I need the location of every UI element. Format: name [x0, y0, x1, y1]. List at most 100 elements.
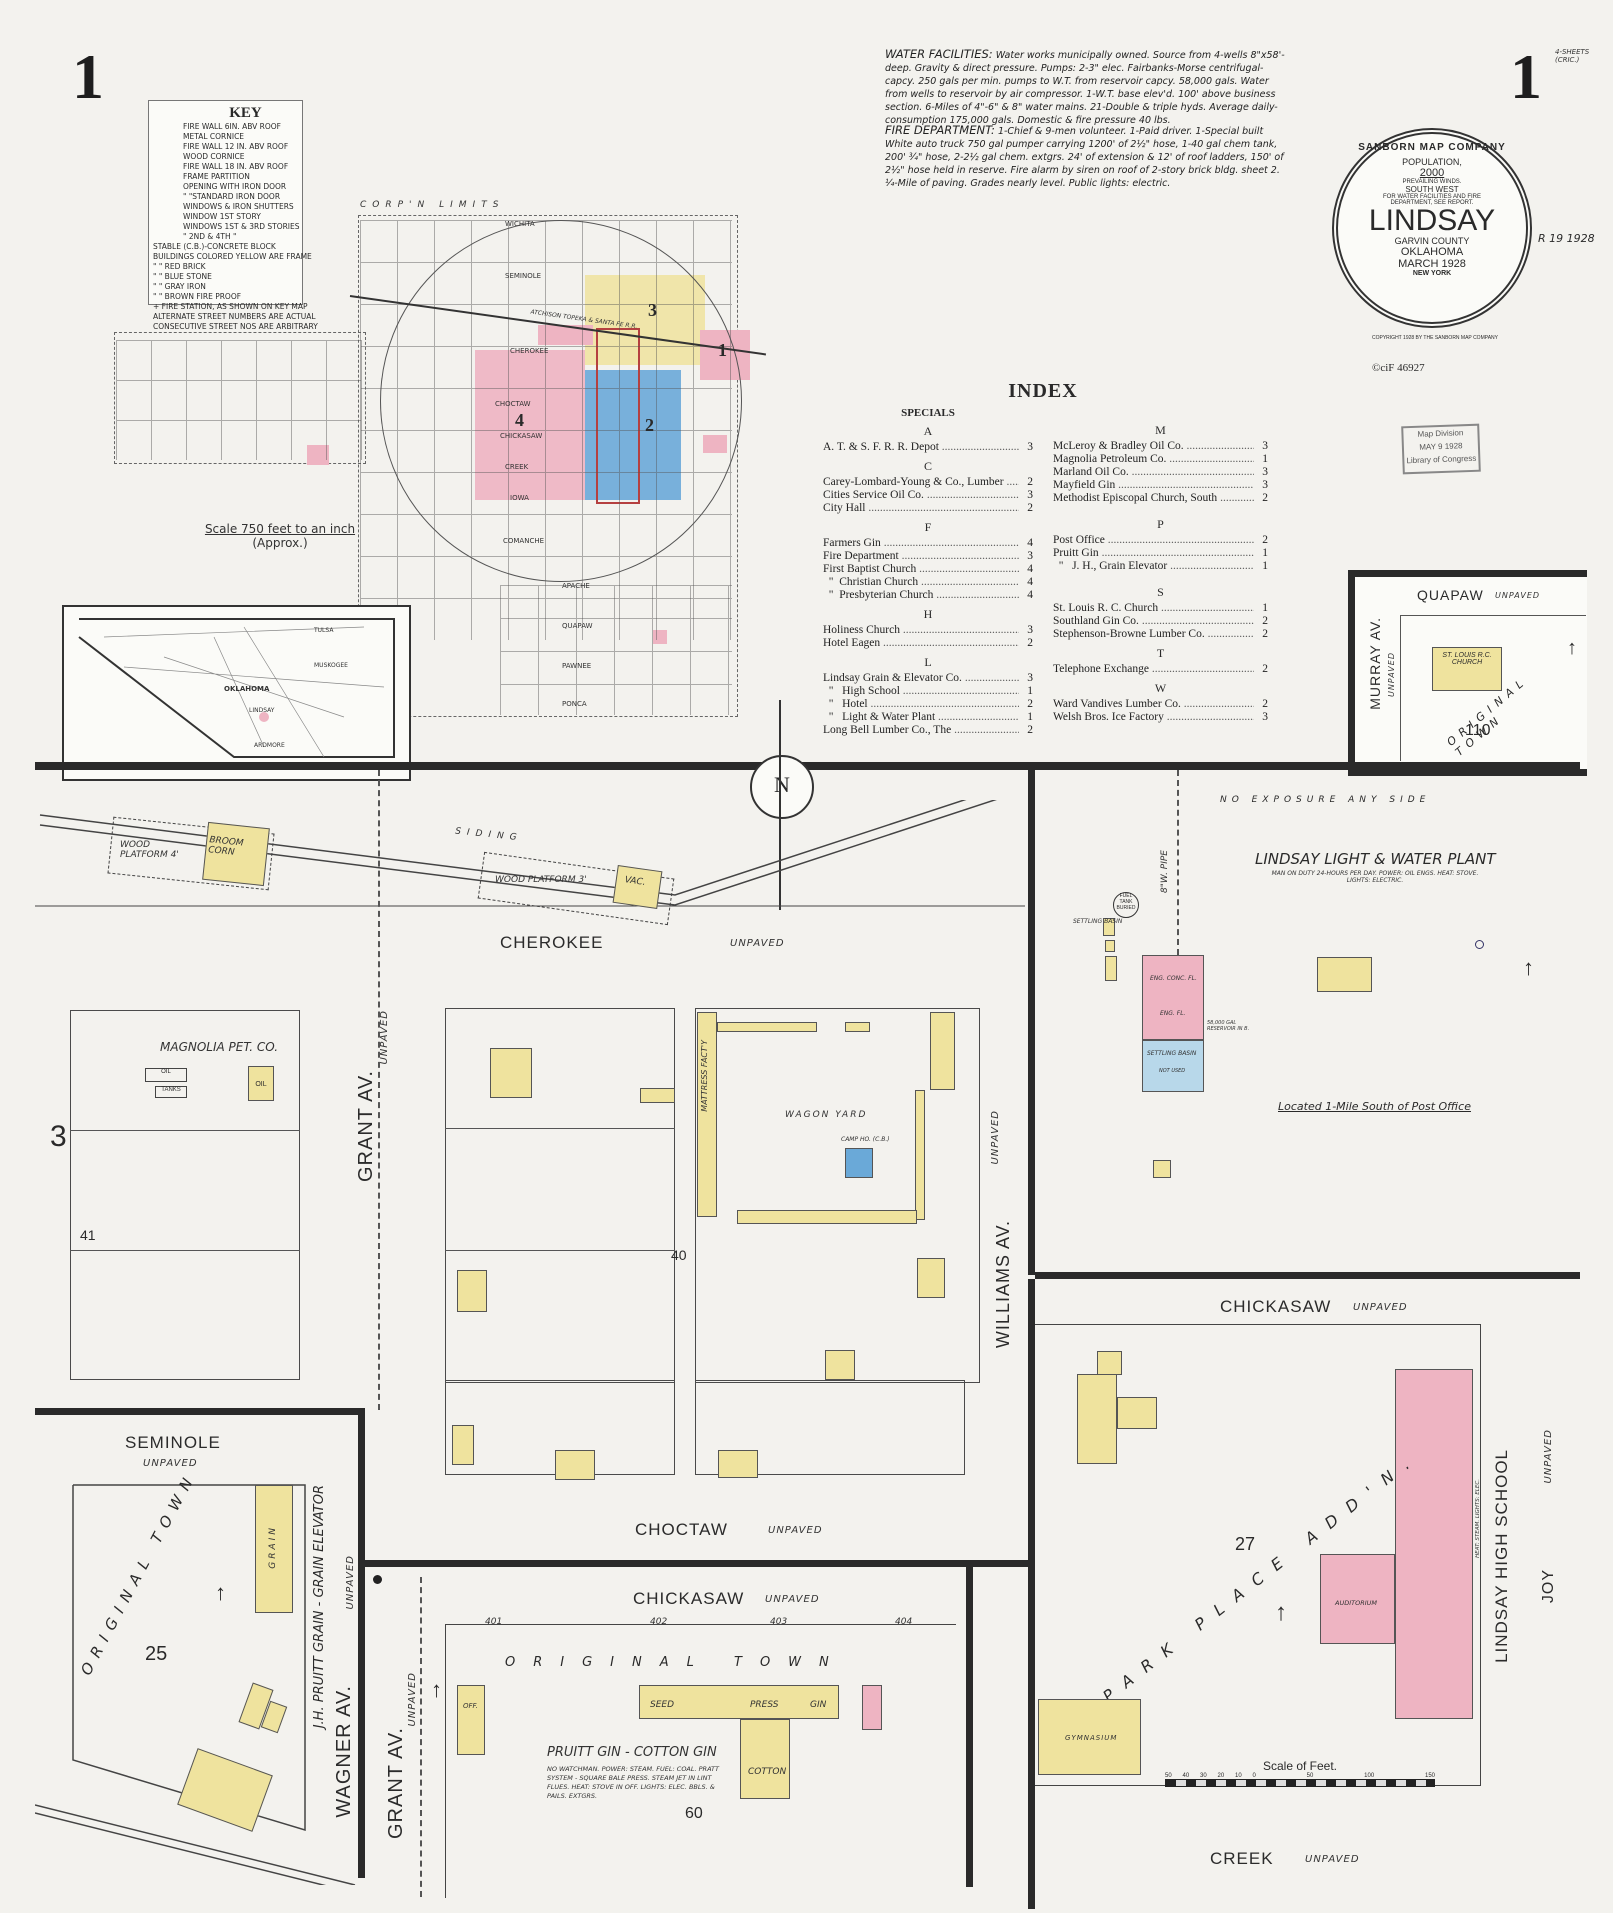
index-letter: A	[923, 424, 933, 438]
block-number-40: 40	[671, 1247, 687, 1263]
outbuilding	[1105, 940, 1115, 952]
dwelling-wing	[1117, 1397, 1157, 1429]
index-entry: Telephone Exchange2	[1053, 663, 1268, 676]
index-entry: City Hall2	[823, 502, 1033, 515]
block-number: 110	[1465, 722, 1491, 739]
key-line: CONSECUTIVE STREET NOS ARE ARBITRARY	[153, 322, 318, 331]
index-letter: H	[923, 607, 933, 621]
index-entry: " Christian Church4	[823, 576, 1033, 589]
panel-divider-seminole-right	[358, 1408, 365, 1878]
north-arrow-icon: ↑	[1567, 637, 1577, 659]
sheet-1-zone-church	[653, 630, 667, 644]
panel-divider-vertical-2	[1028, 1279, 1035, 1909]
outbuilding	[640, 1088, 675, 1103]
seal-winds: SOUTH WEST	[1405, 185, 1459, 194]
north-arrow-icon: ↑	[1523, 955, 1534, 980]
sheet-ref-3: 3	[50, 1120, 67, 1153]
auto-garage	[1097, 1351, 1122, 1375]
water-pipe-line	[378, 770, 380, 1410]
street-status: UNPAVED	[765, 1594, 820, 1605]
street-creek: CREEK	[1210, 1849, 1274, 1868]
water-pipe-line	[420, 1577, 422, 1897]
index-entry: " J. H., Grain Elevator1	[1053, 560, 1268, 573]
sheet-number-right: 1	[1510, 41, 1542, 112]
mattress-factory	[697, 1012, 717, 1217]
lot-number: 401	[485, 1617, 503, 1627]
key-line: STABLE (C.B.)-CONCRETE BLOCK	[153, 242, 276, 251]
light-water-plant-panel: NO EXPOSURE ANY SIDE 8"W. PIPE LINDSAY L…	[1035, 770, 1580, 1272]
lot-number: 403	[770, 1617, 788, 1627]
platform-1-label: WOOD PLATFORM 4'	[120, 840, 179, 860]
high-school-panel: CHICKASAW UNPAVED AUDITORIUM LINDSAY HIG…	[1035, 1279, 1580, 1899]
shed-south	[737, 1210, 917, 1224]
index-letter: T	[1156, 646, 1165, 660]
pipe-label: 8"W. PIPE	[1160, 850, 1170, 893]
street-cherokee: CHEROKEE	[500, 933, 604, 952]
inset-place: MUSKOGEE	[314, 662, 348, 669]
index-entry: First Baptist Church4	[823, 563, 1033, 576]
scale-bar	[1165, 1779, 1435, 1787]
high-school-note: HEAT: STEAM. LIGHTS: ELEC.	[1475, 1479, 1481, 1558]
high-school-label: LINDSAY HIGH SCHOOL	[1492, 1449, 1511, 1663]
camp-house-label: CAMP HO. (C.B.)	[841, 1136, 890, 1143]
addition-label: ORIGINAL TOWN	[505, 1655, 847, 1670]
seal-city: NEW YORK	[1412, 270, 1452, 277]
dwelling	[718, 1450, 758, 1478]
church-label: ST. LOUIS R.C. CHURCH	[1442, 652, 1492, 666]
index-entry: Long Bell Lumber Co., The2	[823, 724, 1033, 737]
street-status: UNPAVED	[768, 1525, 823, 1536]
avenue-status: UNPAVED	[1543, 1429, 1554, 1484]
press-label: PRESS	[750, 1700, 779, 1710]
sheet-count-note: 4-SHEETS (CRIC.)	[1555, 48, 1590, 64]
avenue-williams: WILLIAMS AV.	[993, 1220, 1013, 1349]
dwelling	[1317, 957, 1372, 992]
key-line: " " GRAY IRON	[153, 282, 206, 291]
index-letter: C	[923, 459, 932, 473]
block-110-outline	[1400, 615, 1586, 761]
block-40-west	[445, 1008, 675, 1383]
dwelling	[490, 1048, 532, 1098]
sheet-number-left: 1	[72, 41, 104, 112]
street-label: COMANCHE	[503, 537, 545, 545]
street-label: CREEK	[505, 463, 529, 471]
key-map-block-grid-south	[500, 585, 732, 715]
avenue-joy: JOY	[1540, 1569, 1557, 1604]
cotton-house	[740, 1719, 790, 1799]
panel-frame-top	[35, 762, 1580, 770]
seal-population-label: POPULATION,	[1402, 157, 1462, 167]
index-entry: Ward Vandives Lumber Co.2	[1053, 698, 1268, 711]
avenue-status: UNPAVED	[1387, 652, 1396, 698]
index-entry: Marland Oil Co.3	[1053, 466, 1268, 479]
block-number-27: 27	[1235, 1534, 1256, 1554]
reservoir-note: 58,000 GAL RESERVOIR IN B.	[1207, 1020, 1250, 1032]
index-left-column: SPECIALS A A. T. & S. F. R. R. Depot3 C …	[823, 403, 1033, 737]
water-facilities-label: WATER FACILITIES:	[885, 47, 993, 61]
index-right-column: M McLeroy & Bradley Oil Co.3 Magnolia Pe…	[1053, 403, 1268, 737]
seal-population: 2000	[1419, 167, 1445, 179]
street-seminole: SEMINOLE	[125, 1433, 221, 1452]
key-line: METAL CORNICE	[183, 132, 245, 141]
oklahoma-inset-map: OKLAHOMA LINDSAY ARDMORE TULSA MUSKOGEE …	[62, 605, 411, 781]
street-status: UNPAVED	[1495, 591, 1541, 600]
index-entry: Hotel Eagen2	[823, 637, 1033, 650]
index-entry: Methodist Episcopal Church, South2	[1053, 492, 1268, 505]
index-entry: " Light & Water Plant1	[823, 711, 1033, 724]
dwelling	[825, 1350, 855, 1380]
north-arrow-icon: ↑	[431, 1677, 442, 1702]
street-status: UNPAVED	[1305, 1854, 1360, 1865]
compass-needle	[779, 700, 781, 910]
seed-label: SEED	[650, 1700, 675, 1710]
panel-divider-chickasaw-top	[365, 1560, 1035, 1567]
fuel-tank: FUEL TANK BURIED	[1113, 892, 1139, 918]
avenue-status: UNPAVED	[990, 1110, 1001, 1165]
index-entry: A. T. & S. F. R. R. Depot3	[823, 441, 1033, 454]
key-line: FRAME PARTITION	[183, 172, 250, 181]
block-number-41: 41	[80, 1227, 96, 1243]
street-label: PAWNEE	[562, 662, 592, 670]
water-facilities-report: WATER FACILITIES: Water works municipall…	[885, 48, 1285, 127]
index-entry: Southland Gin Co.2	[1053, 615, 1268, 628]
vacant-building: VAC.	[612, 865, 663, 909]
engine-room	[1142, 955, 1204, 1040]
